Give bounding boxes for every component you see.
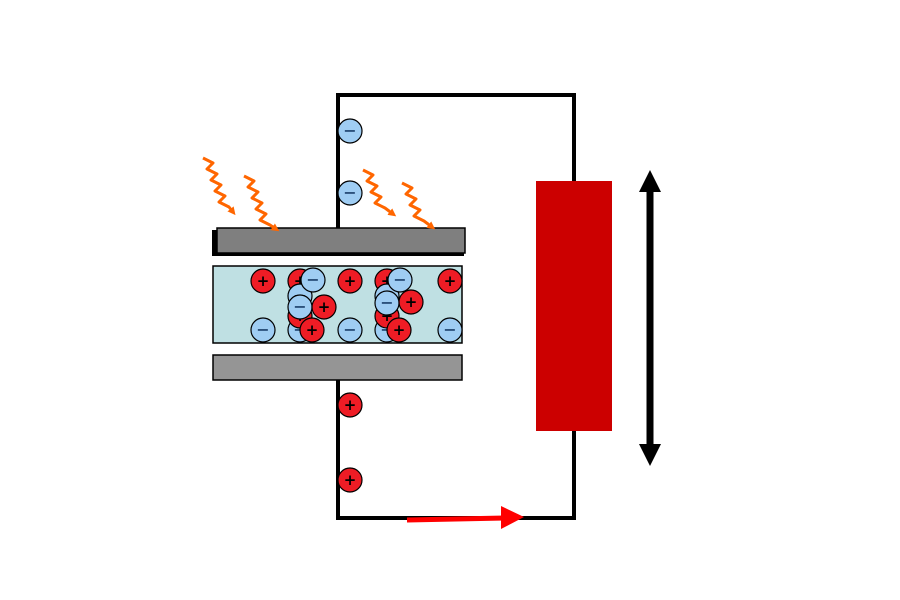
negative-charge: − [387, 267, 413, 293]
plus-sign: + [306, 321, 319, 339]
positive-charge: + [398, 289, 424, 315]
positive-charge: + [250, 268, 276, 294]
negative-charge: − [250, 317, 276, 343]
minus-sign: − [343, 183, 356, 202]
light-rays [202, 156, 436, 232]
positive-charge: + [386, 317, 412, 343]
voltage-arrow-icon [639, 170, 661, 466]
light-ray-icon [202, 156, 236, 216]
minus-sign: − [293, 297, 306, 316]
charges: −−+++−+−−+−−+++−+−−+−−+++− [250, 118, 463, 493]
minus-sign: − [380, 293, 393, 312]
positive-charge: + [437, 268, 463, 294]
negative-charge: − [300, 267, 326, 293]
negative-charge: − [287, 294, 313, 320]
minus-sign: − [343, 121, 356, 140]
negative-charge: − [337, 118, 363, 144]
positive-charge: + [311, 294, 337, 320]
plus-sign: + [393, 321, 406, 339]
positive-charge: + [337, 467, 363, 493]
plus-sign: + [444, 272, 457, 290]
minus-sign: − [306, 270, 319, 289]
plus-sign: + [257, 272, 270, 290]
plus-sign: + [344, 272, 357, 290]
positive-charge: + [299, 317, 325, 343]
minus-sign: − [256, 320, 269, 339]
minus-sign: − [393, 270, 406, 289]
top-electrode [216, 227, 466, 254]
light-ray-icon [362, 168, 397, 217]
plus-sign: + [405, 293, 418, 311]
light-ray-icon [243, 174, 280, 232]
plus-sign: + [318, 298, 331, 316]
minus-sign: − [343, 320, 356, 339]
positive-charge: + [337, 268, 363, 294]
negative-charge: − [337, 317, 363, 343]
light-ray-icon [401, 181, 436, 230]
plus-sign: + [344, 396, 357, 414]
negative-charge: − [374, 290, 400, 316]
bottom-electrode [212, 354, 463, 381]
plus-sign: + [344, 471, 357, 489]
positive-charge: + [337, 392, 363, 418]
minus-sign: − [443, 320, 456, 339]
load-resistor [536, 181, 612, 431]
negative-charge: − [437, 317, 463, 343]
negative-charge: − [337, 180, 363, 206]
current-arrow-icon [406, 506, 524, 529]
